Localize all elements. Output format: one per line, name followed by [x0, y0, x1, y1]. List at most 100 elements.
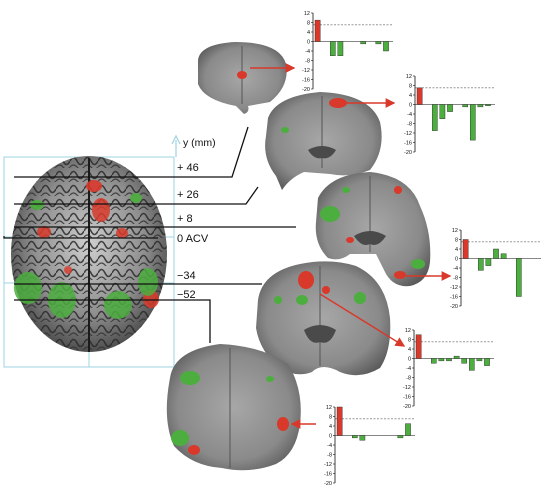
- chart-tick-label: 12: [304, 11, 310, 17]
- level-label: + 26: [177, 189, 199, 201]
- chart-bar: [375, 41, 382, 45]
- chart-bar: [446, 358, 452, 362]
- bar-charts: 12 8 4 0 -4 -8 -12 -16 -20 12 8 4 0 -4 -8 -12 -16 -20 12 8 4…: [302, 11, 541, 487]
- chart-bar: [470, 104, 476, 141]
- chart-bar: [462, 104, 469, 108]
- chart-tick-label: 4: [329, 424, 332, 430]
- chart-tick-label: -16: [403, 395, 411, 401]
- chart-bar: [330, 41, 336, 56]
- chart-bar: [431, 358, 437, 364]
- chart-bar: [447, 104, 453, 112]
- chart-bar: [336, 406, 343, 436]
- y-axis-label: y (mm): [183, 137, 216, 149]
- chart-bar: [493, 248, 499, 259]
- chart-tick-label: 0: [408, 357, 411, 363]
- chart-tick-label: -16: [302, 78, 310, 84]
- chart-tick-label: 8: [329, 415, 332, 421]
- chart-tick-label: -20: [403, 404, 411, 410]
- chart-tick-label: -4: [327, 443, 332, 449]
- chart-bar: [461, 358, 468, 364]
- coronal-slice-1: [198, 42, 287, 114]
- chart-bar: [397, 435, 404, 439]
- chart-bar: [432, 104, 438, 131]
- chart-bar: [416, 87, 423, 105]
- chart-tick-label: -12: [450, 285, 458, 291]
- chart-tick-label: -16: [450, 295, 458, 301]
- level-line-m52: [14, 299, 211, 343]
- chart-bar: [360, 41, 367, 45]
- bar-chart: 12 8 4 0 -4 -8 -12 -16 -20: [403, 328, 494, 410]
- level-label: + 46: [177, 162, 199, 174]
- chart-tick-label: -12: [403, 385, 411, 391]
- chart-tick-label: -8: [453, 276, 458, 282]
- chart-tick-label: 0: [329, 434, 332, 440]
- chart-bar: [314, 19, 321, 42]
- coronal-slice-3: [315, 172, 431, 287]
- chart-bar: [337, 41, 344, 56]
- chart-tick-label: -8: [327, 453, 332, 459]
- chart-bar: [352, 435, 358, 439]
- chart-tick-label: 4: [307, 30, 310, 36]
- chart-tick-label: -20: [404, 150, 412, 156]
- chart-bar: [439, 104, 446, 119]
- chart-tick-label: -8: [305, 59, 310, 65]
- activation-blobs-green: [14, 193, 158, 319]
- chart-tick-label: 4: [408, 347, 411, 353]
- chart-bar: [462, 239, 469, 259]
- chart-bar: [383, 41, 389, 52]
- chart-tick-label: -4: [406, 366, 411, 372]
- chart-bar: [478, 258, 484, 271]
- chart-tick-label: -20: [302, 87, 310, 93]
- level-line-46: [14, 126, 249, 178]
- chart-tick-label: -16: [404, 141, 412, 147]
- chart-tick-label: 12: [326, 405, 332, 411]
- chart-tick-label: -8: [407, 122, 412, 128]
- chart-bar: [405, 423, 411, 436]
- chart-tick-label: -12: [324, 462, 332, 468]
- chart-bar: [500, 253, 507, 259]
- chart-tick-label: 12: [406, 74, 412, 80]
- chart-tick-label: 8: [409, 84, 412, 90]
- level-line-0: [3, 236, 158, 239]
- chart-bar: [453, 355, 460, 359]
- chart-bar: [484, 358, 490, 366]
- chart-bar: [485, 258, 492, 266]
- pointer-arrows: [250, 63, 452, 429]
- chart-tick-label: -12: [404, 131, 412, 137]
- chart-tick-label: -4: [407, 112, 412, 118]
- level-label: −34: [177, 270, 196, 282]
- chart-tick-label: -20: [324, 481, 332, 487]
- chart-tick-label: 8: [307, 21, 310, 27]
- chart-tick-label: 8: [408, 338, 411, 344]
- chart-bar: [516, 258, 522, 297]
- chart-bar: [476, 358, 483, 362]
- chart-tick-label: 12: [452, 228, 458, 234]
- level-line-26: [14, 186, 259, 205]
- bar-chart: 12 8 4 0 -4 -8 -12 -16 -20: [404, 74, 495, 156]
- chart-tick-label: 0: [409, 103, 412, 109]
- chart-tick-label: -20: [450, 304, 458, 310]
- chart-tick-label: -16: [324, 472, 332, 478]
- level-label: −52: [177, 289, 196, 301]
- chart-tick-label: 0: [307, 40, 310, 46]
- chart-tick-label: -8: [406, 376, 411, 382]
- chart-tick-label: 0: [455, 257, 458, 263]
- chart-bar: [359, 435, 366, 441]
- chart-bar: [485, 104, 491, 106]
- chart-tick-label: 12: [405, 328, 411, 334]
- chart-bar: [438, 358, 445, 362]
- chart-tick-label: 4: [455, 247, 458, 253]
- chart-tick-label: 4: [409, 93, 412, 99]
- chart-bar: [415, 334, 422, 359]
- coronal-slice-2: [265, 92, 382, 190]
- chart-tick-label: -12: [302, 68, 310, 74]
- chart-bar: [477, 104, 484, 108]
- chart-tick-label: 8: [455, 238, 458, 244]
- y-axis: y (mm): [171, 134, 216, 157]
- level-lines: [3, 126, 296, 343]
- level-label: 0 ACV: [177, 233, 209, 245]
- level-labels: + 46 + 26 + 8 0 ACV −34 −52: [177, 162, 209, 301]
